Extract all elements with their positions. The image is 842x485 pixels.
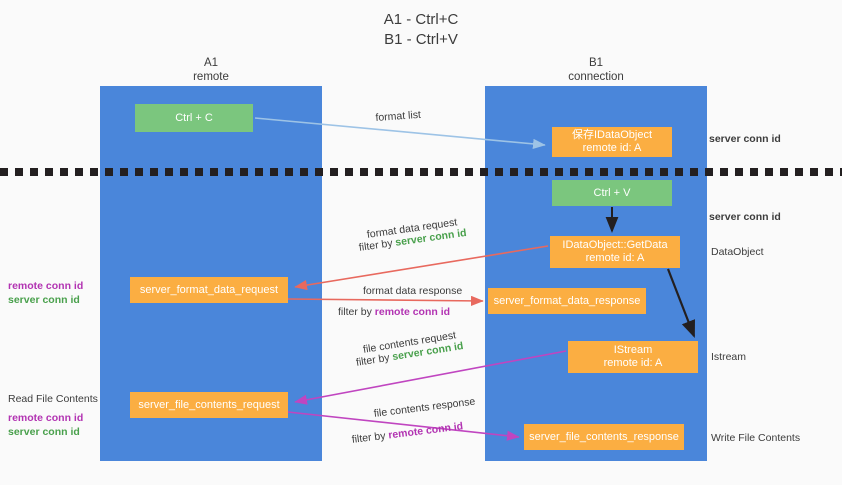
- left-server-conn-id-bottom: server conn id: [8, 426, 80, 438]
- edge-label-format-data-response: format data response: [363, 285, 463, 297]
- left-remote-conn-id-top: remote conn id: [8, 280, 84, 292]
- left-server-conn-id-top: server conn id: [8, 294, 80, 306]
- column-header-b1: B1 connection: [568, 57, 624, 83]
- edge-label-format-list: format list: [375, 108, 422, 124]
- phase-divider-dashed-line: [0, 168, 842, 176]
- edge-label-format-data-response-filter: filter by remote conn id: [338, 305, 450, 319]
- left-remote-conn-id-bottom: remote conn id: [8, 412, 84, 424]
- right-annotation-dataobject: DataObject: [711, 246, 764, 258]
- column-header-a1: A1 remote: [193, 57, 229, 83]
- left-annotation-conn-ids-bottom: remote conn id server conn id: [8, 411, 83, 439]
- node-server-format-data-request[interactable]: server_format_data_request: [130, 277, 288, 303]
- edge-label-file-contents-response-filter: filter by remote conn id: [351, 419, 464, 447]
- filter-prefix-text: filter by: [338, 306, 375, 318]
- node-server-file-contents-request[interactable]: server_file_contents_request: [130, 392, 288, 418]
- node-server-format-data-response[interactable]: server_format_data_response: [488, 288, 646, 314]
- filter-prefix-text: filter by: [355, 351, 394, 369]
- filter-prefix-text: filter by: [358, 236, 397, 254]
- right-annotation-istream: Istream: [711, 351, 747, 363]
- node-istream[interactable]: IStream remote id: A: [568, 341, 698, 373]
- node-idataobject-getdata[interactable]: IDataObject::GetData remote id: A: [550, 236, 680, 268]
- diagram-title: A1 - Ctrl+C B1 - Ctrl+V: [383, 11, 459, 48]
- left-annotation-conn-ids-top: remote conn id server conn id: [8, 279, 83, 307]
- node-ctrl-c[interactable]: Ctrl + C: [135, 104, 253, 132]
- filter-key-remote-conn-id: remote conn id: [387, 420, 464, 442]
- edge-label-file-contents-response: file contents response: [373, 395, 476, 420]
- node-server-file-contents-response[interactable]: server_file_contents_response: [524, 424, 684, 450]
- node-save-idataobject[interactable]: 保存IDataObject remote id: A: [552, 127, 672, 157]
- right-annotation-server-conn-id-mid: server conn id: [709, 211, 781, 223]
- left-annotation-read-file-contents: Read File Contents: [8, 393, 98, 405]
- filter-prefix-text: filter by: [351, 429, 390, 446]
- node-ctrl-v[interactable]: Ctrl + V: [552, 180, 672, 206]
- right-annotation-write-file-contents: Write File Contents: [711, 432, 801, 444]
- right-annotation-server-conn-id-top: server conn id: [709, 133, 781, 145]
- filter-key-remote-conn-id: remote conn id: [374, 306, 451, 318]
